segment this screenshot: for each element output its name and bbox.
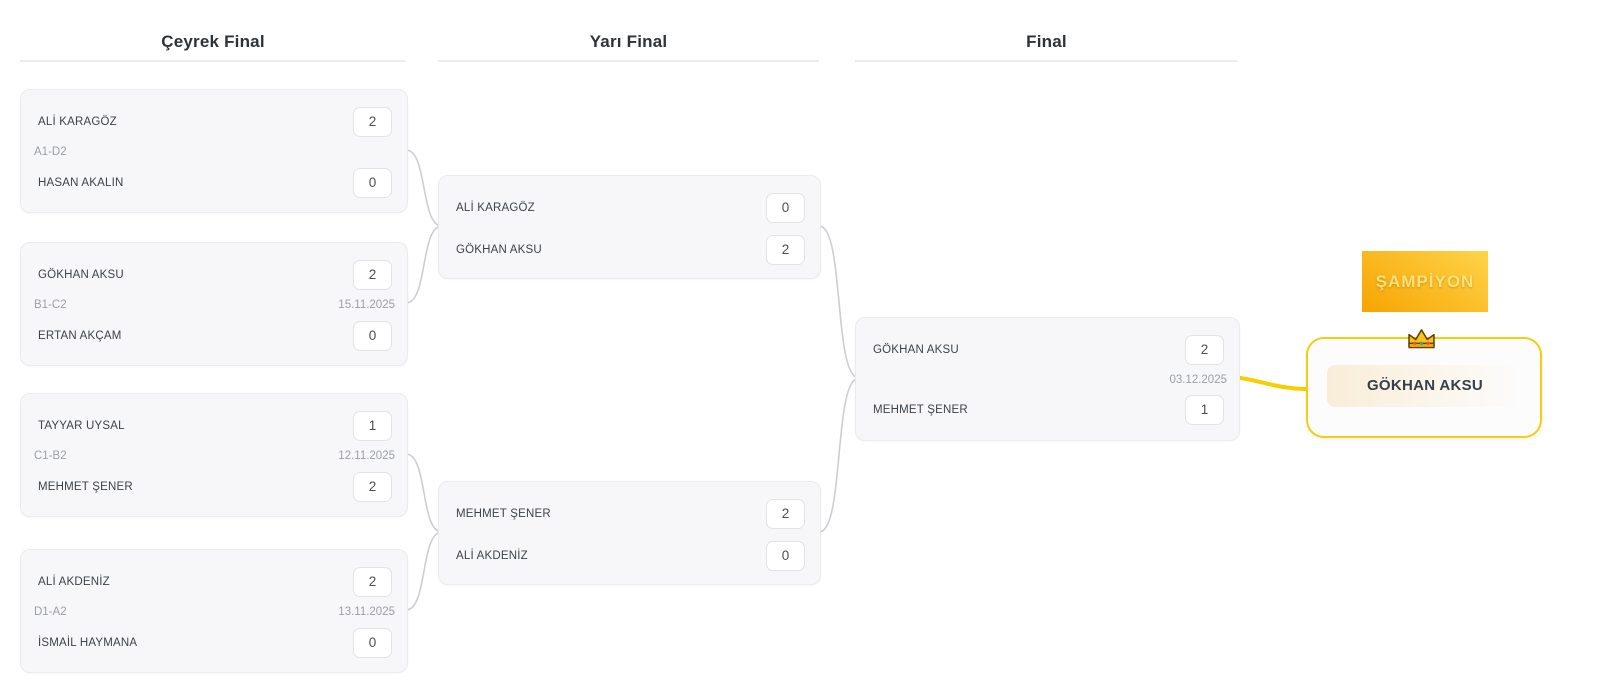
match-card: MEHMET ŞENER 2 ALİ AKDENİZ 0	[438, 481, 821, 585]
round-title-final: Final	[1026, 32, 1067, 51]
match-date: 15.11.2025	[338, 299, 395, 311]
round-divider	[855, 60, 1238, 62]
player-name: MEHMET ŞENER	[38, 481, 133, 493]
round-divider	[20, 60, 406, 62]
match-card: ALİ KARAGÖZ 0 GÖKHAN AKSU 2	[438, 175, 821, 279]
player-name: ALİ AKDENİZ	[456, 550, 528, 562]
crown-icon	[1408, 329, 1435, 349]
player-name: HASAN AKALIN	[38, 177, 124, 189]
tie-label: D1-A2	[34, 606, 67, 618]
player-name: ALİ KARAGÖZ	[456, 202, 535, 214]
score-input[interactable]: 0	[766, 541, 805, 571]
round-divider	[438, 60, 819, 62]
score-input[interactable]: 0	[353, 168, 392, 198]
score-input[interactable]: 2	[353, 107, 392, 137]
tie-label: B1-C2	[34, 299, 67, 311]
player-name: İSMAİL HAYMANA	[38, 637, 138, 649]
champion-banner: ŞAMPİYON	[1362, 251, 1488, 312]
player-name: ERTAN AKÇAM	[38, 330, 122, 342]
match-date: 13.11.2025	[338, 606, 395, 618]
match-card: GÖKHAN AKSU 2 03.12.2025 MEHMET ŞENER 1	[855, 317, 1240, 441]
connector-line	[405, 531, 443, 611]
match-date: 03.12.2025	[1169, 374, 1227, 386]
match-card: ALİ KARAGÖZ 2 A1-D2 HASAN AKALIN 0	[20, 89, 408, 213]
match-card: ALİ AKDENİZ 2 D1-A2 13.11.2025 İSMAİL HA…	[20, 549, 408, 673]
score-input[interactable]: 1	[353, 411, 392, 441]
tie-label: C1-B2	[34, 450, 67, 462]
player-name: GÖKHAN AKSU	[456, 244, 542, 256]
connector-line	[405, 149, 443, 227]
connector-line	[818, 225, 860, 379]
score-input[interactable]: 2	[1185, 335, 1224, 365]
score-input[interactable]: 2	[353, 472, 392, 502]
tie-label: A1-D2	[34, 146, 67, 158]
match-card: GÖKHAN AKSU 2 B1-C2 15.11.2025 ERTAN AKÇ…	[20, 242, 408, 366]
player-name: TAYYAR UYSAL	[38, 420, 125, 432]
player-name: GÖKHAN AKSU	[873, 344, 959, 356]
player-name: ALİ AKDENİZ	[38, 576, 110, 588]
score-input[interactable]: 2	[353, 260, 392, 290]
match-card: TAYYAR UYSAL 1 C1-B2 12.11.2025 MEHMET Ş…	[20, 393, 408, 517]
score-input[interactable]: 2	[353, 567, 392, 597]
match-date: 12.11.2025	[338, 450, 395, 462]
score-input[interactable]: 0	[353, 321, 392, 351]
champion-card: GÖKHAN AKSU	[1306, 337, 1542, 438]
champion-connector-line	[1230, 375, 1307, 391]
champion-name: GÖKHAN AKSU	[1327, 365, 1523, 407]
connector-line	[405, 225, 443, 304]
score-input[interactable]: 1	[1185, 395, 1224, 425]
player-name: ALİ KARAGÖZ	[38, 116, 117, 128]
score-input[interactable]: 2	[766, 499, 805, 529]
score-input[interactable]: 2	[766, 235, 805, 265]
round-title-quarterfinal: Çeyrek Final	[161, 32, 265, 51]
player-name: MEHMET ŞENER	[873, 404, 968, 416]
connector-line	[405, 453, 443, 533]
score-input[interactable]: 0	[353, 628, 392, 658]
connector-line	[818, 377, 860, 533]
player-name: GÖKHAN AKSU	[38, 269, 124, 281]
round-title-semifinal: Yarı Final	[589, 32, 668, 51]
player-name: MEHMET ŞENER	[456, 508, 551, 520]
score-input[interactable]: 0	[766, 193, 805, 223]
